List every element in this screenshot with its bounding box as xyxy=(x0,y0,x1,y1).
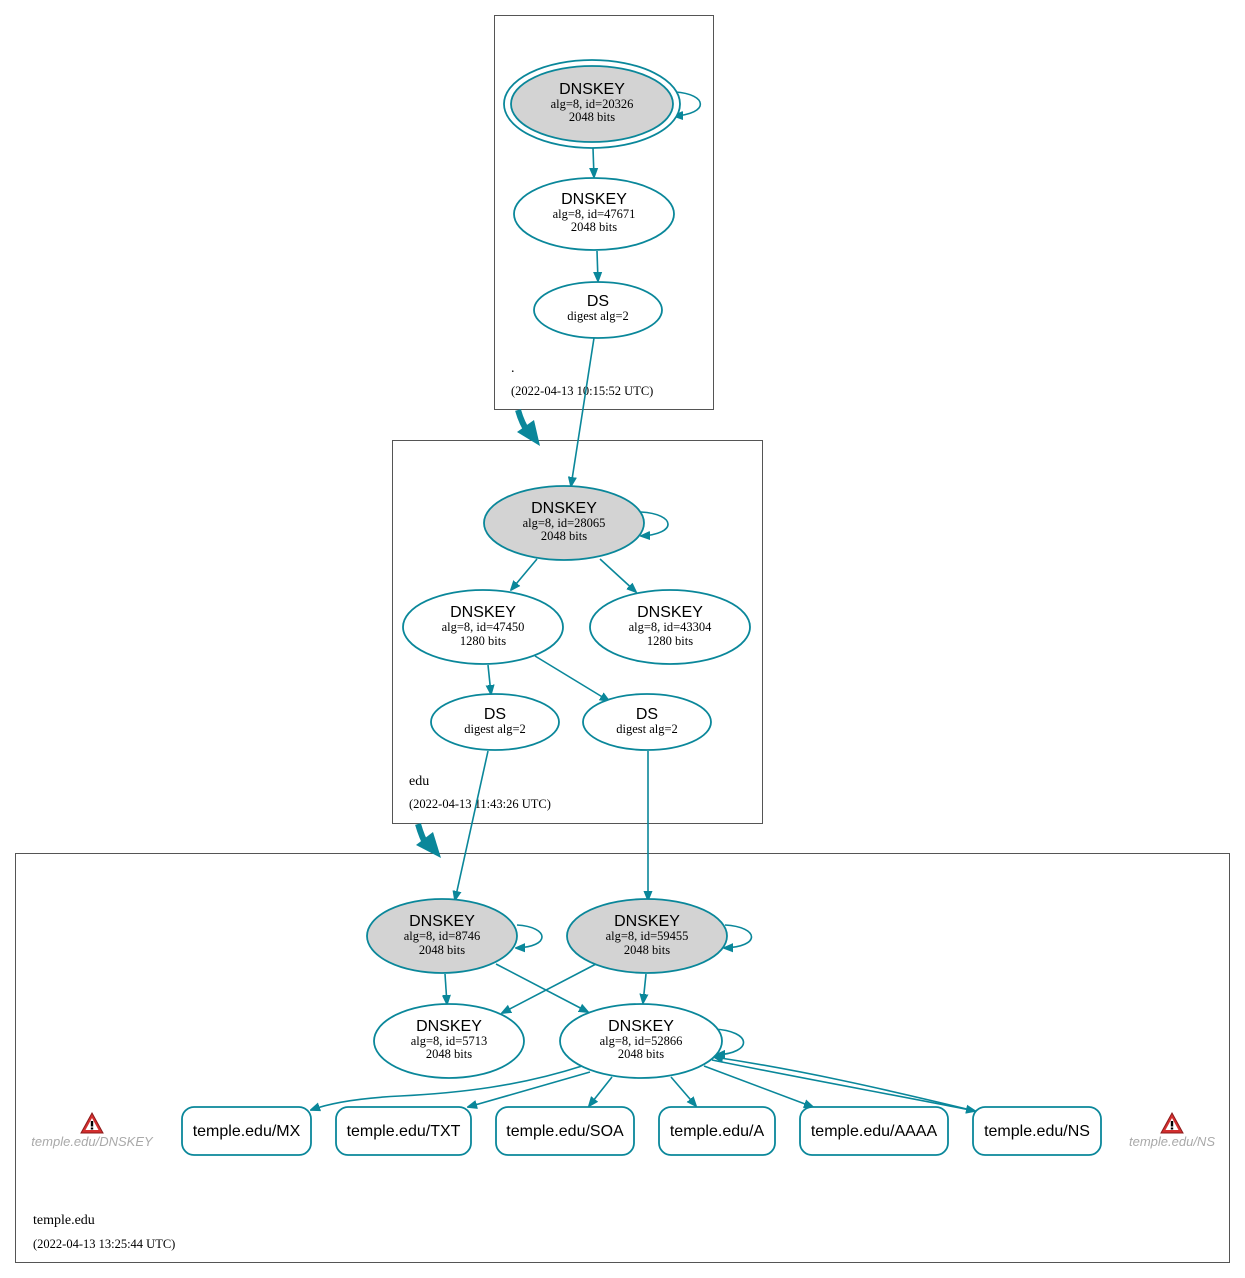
edge-temple-ksk1-zsk1 xyxy=(445,973,447,1004)
edge-edu-zsk1-ds2 xyxy=(534,655,609,701)
node-title: DS xyxy=(484,706,506,723)
edge-edu-ksk-zsk1 xyxy=(511,558,538,590)
node-title: DNSKEY xyxy=(450,604,516,621)
edge-edu-ksk-self xyxy=(641,511,669,536)
rrset-label: temple.edu/AAAA xyxy=(811,1123,938,1140)
temple-ksk1-node[interactable]: DNSKEY alg=8, id=8746 2048 bits xyxy=(366,898,518,974)
warning-label: temple.edu/DNSKEY xyxy=(31,1134,154,1149)
zone-timestamp-temple: (2022-04-13 13:25:44 UTC) xyxy=(33,1237,175,1251)
rrset-a[interactable]: temple.edu/A xyxy=(658,1106,776,1156)
rrset-label: temple.edu/NS xyxy=(984,1123,1090,1140)
edge-temple-ksk2-self xyxy=(724,924,753,948)
rrset-label: temple.edu/TXT xyxy=(347,1123,461,1140)
edge-zsk2-a xyxy=(670,1076,696,1106)
zone-timestamp-edu: (2022-04-13 11:43:26 UTC) xyxy=(409,797,551,811)
node-detail: 2048 bits xyxy=(569,110,615,124)
node-detail: 2048 bits xyxy=(624,943,670,957)
node-detail: alg=8, id=20326 xyxy=(551,97,634,111)
node-title: DS xyxy=(587,293,609,310)
edge-temple-ksk2-zsk2 xyxy=(643,973,646,1003)
zone-name-root: . xyxy=(511,361,515,376)
edge-zsk2-soa xyxy=(589,1076,613,1106)
edge-root-zsk-ds xyxy=(597,250,598,281)
node-title: DNSKEY xyxy=(561,191,627,208)
node-title: DNSKEY xyxy=(409,913,475,930)
root-ksk-node[interactable]: DNSKEY alg=8, id=20326 2048 bits xyxy=(503,59,681,149)
node-title: DNSKEY xyxy=(416,1018,482,1035)
temple-zsk1-node[interactable]: DNSKEY alg=8, id=5713 2048 bits xyxy=(373,1003,525,1079)
edge-zsk2-ns xyxy=(711,1059,975,1111)
rrset-mx[interactable]: temple.edu/MX xyxy=(181,1106,312,1156)
node-detail: alg=8, id=47450 xyxy=(442,620,525,634)
warning-dnskey[interactable]: temple.edu/DNSKEY xyxy=(31,1112,154,1149)
zone-name-edu: edu xyxy=(409,774,429,789)
node-title: DNSKEY xyxy=(559,81,625,98)
edge-ns-zsk2 xyxy=(714,1057,976,1112)
node-title: DNSKEY xyxy=(637,604,703,621)
root-zsk-node[interactable]: DNSKEY alg=8, id=47671 2048 bits xyxy=(513,177,675,251)
edge-edu-zsk1-ds1 xyxy=(488,664,491,694)
node-detail: 2048 bits xyxy=(618,1047,664,1061)
node-detail: alg=8, id=52866 xyxy=(600,1034,683,1048)
node-detail: 2048 bits xyxy=(541,529,587,543)
delegation-arrow-edu-temple xyxy=(415,823,441,858)
rrset-label: temple.edu/MX xyxy=(193,1123,301,1140)
node-title: DNSKEY xyxy=(531,500,597,517)
edge-zsk2-aaaa xyxy=(703,1065,813,1107)
edu-ksk-node[interactable]: DNSKEY alg=8, id=28065 2048 bits xyxy=(483,485,645,561)
node-detail: alg=8, id=28065 xyxy=(523,516,606,530)
zone-box-temple xyxy=(15,853,1230,1263)
edge-zsk2-mx xyxy=(311,1065,583,1110)
warning-icon xyxy=(1160,1112,1184,1134)
node-detail: alg=8, id=5713 xyxy=(411,1034,488,1048)
node-detail: alg=8, id=47671 xyxy=(553,207,636,221)
node-title: DNSKEY xyxy=(614,913,680,930)
edge-edu-ksk-zsk2 xyxy=(599,558,636,592)
node-detail: alg=8, id=43304 xyxy=(629,620,713,634)
delegation-arrow-root-edu xyxy=(515,409,540,446)
edu-ds1-node[interactable]: DS digest alg=2 xyxy=(430,693,560,751)
node-detail: 2048 bits xyxy=(571,220,617,234)
warning-ns[interactable]: temple.edu/NS xyxy=(1129,1112,1215,1149)
edge-temple-ksk1-self xyxy=(516,924,543,948)
edge-temple-ksk2-zsk1 xyxy=(502,963,597,1013)
warning-label: temple.edu/NS xyxy=(1129,1134,1215,1149)
node-detail: digest alg=2 xyxy=(616,722,678,736)
node-detail: digest alg=2 xyxy=(567,309,629,323)
node-detail: alg=8, id=59455 xyxy=(606,929,689,943)
temple-ksk2-node[interactable]: DNSKEY alg=8, id=59455 2048 bits xyxy=(566,898,728,974)
edge-root-ksk-self xyxy=(674,91,702,116)
node-title: DNSKEY xyxy=(608,1018,674,1035)
node-detail: alg=8, id=8746 xyxy=(404,929,481,943)
edge-temple-ksk1-zsk2 xyxy=(495,963,588,1012)
edu-zsk1-node[interactable]: DNSKEY alg=8, id=47450 1280 bits xyxy=(402,589,564,665)
zone-name-temple: temple.edu xyxy=(33,1213,95,1228)
node-detail: digest alg=2 xyxy=(464,722,526,736)
rrset-aaaa[interactable]: temple.edu/AAAA xyxy=(799,1106,949,1156)
node-detail: 2048 bits xyxy=(419,943,465,957)
node-title: DS xyxy=(636,706,658,723)
node-detail: 2048 bits xyxy=(426,1047,472,1061)
zone-box-root xyxy=(494,15,714,410)
warning-icon xyxy=(80,1112,104,1134)
edge-temple-zsk2-self xyxy=(713,1028,745,1055)
edu-ds2-node[interactable]: DS digest alg=2 xyxy=(582,693,712,751)
zone-timestamp-root: (2022-04-13 10:15:52 UTC) xyxy=(511,384,653,398)
edge-zsk2-txt xyxy=(468,1071,591,1107)
edu-zsk2-node[interactable]: DNSKEY alg=8, id=43304 1280 bits xyxy=(589,589,751,665)
rrset-ns[interactable]: temple.edu/NS xyxy=(972,1106,1102,1156)
node-detail: 1280 bits xyxy=(647,634,693,648)
rrset-soa[interactable]: temple.edu/SOA xyxy=(495,1106,635,1156)
temple-zsk2-node[interactable]: DNSKEY alg=8, id=52866 2048 bits xyxy=(559,1003,723,1079)
node-detail: 1280 bits xyxy=(460,634,506,648)
rrset-txt[interactable]: temple.edu/TXT xyxy=(335,1106,472,1156)
edge-edu-ds1-temple-ksk1 xyxy=(455,750,489,900)
rrset-label: temple.edu/A xyxy=(670,1123,765,1140)
edge-root-ksk-zsk xyxy=(593,147,594,177)
root-ds-node[interactable]: DS digest alg=2 xyxy=(533,281,663,339)
rrset-label: temple.edu/SOA xyxy=(506,1123,624,1140)
edge-root-ds-edu-ksk xyxy=(571,337,595,486)
